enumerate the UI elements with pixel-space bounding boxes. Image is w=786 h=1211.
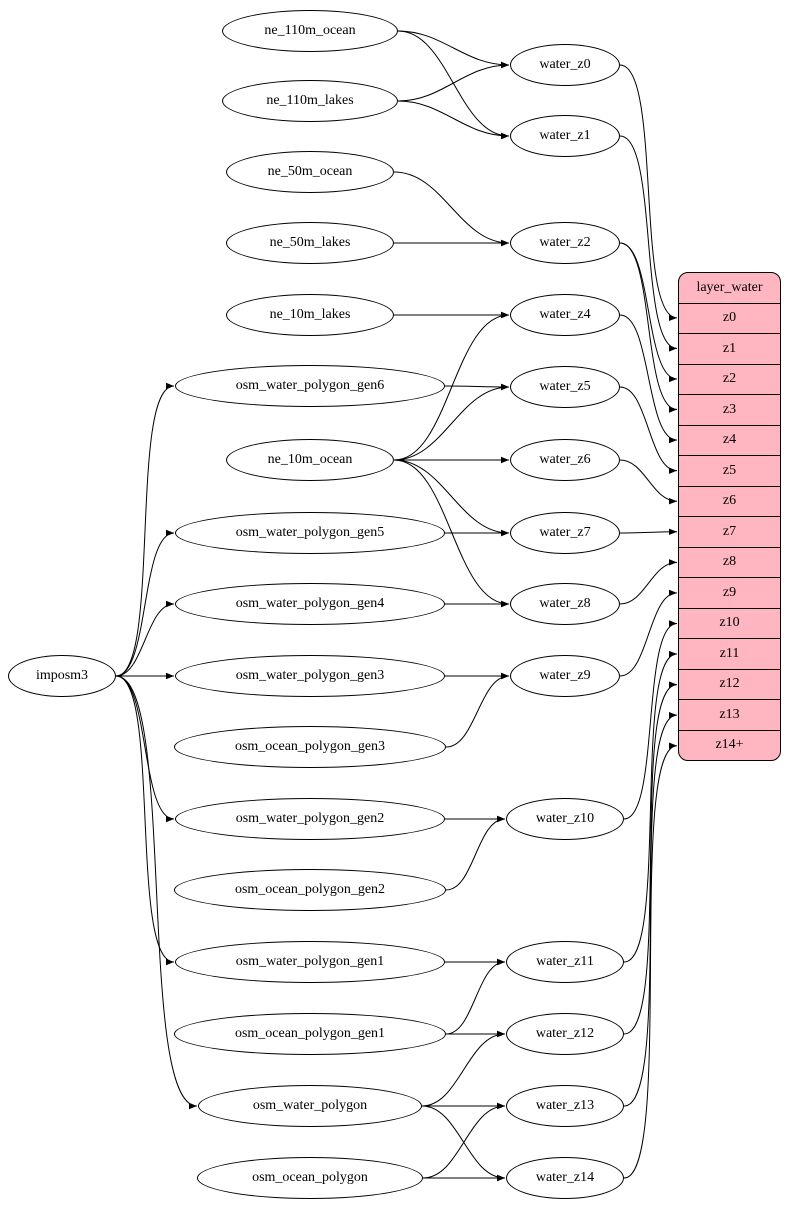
table-row-z11: z11 [679,638,780,669]
edge [393,459,510,608]
edge [445,958,506,1035]
edge [619,135,678,352]
node-water_z13: water_z13 [506,1085,624,1127]
node-osm_water_polygon_gen4: osm_water_polygon_gen4 [175,583,445,625]
table-row-z10: z10 [679,607,780,639]
edge [623,712,678,1107]
edge [619,242,678,413]
table-row-z5: z5 [679,455,780,486]
node-osm_ocean_polygon_gen2: osm_ocean_polygon_gen2 [174,869,446,911]
edge [623,620,678,820]
node-osm_water_polygon: osm_water_polygon [198,1085,422,1127]
node-ne_10m_lakes: ne_10m_lakes [226,294,394,336]
node-osm_ocean_polygon: osm_ocean_polygon [197,1157,423,1199]
table-row-z2: z2 [679,363,780,395]
edge [115,382,175,677]
edge [397,61,510,102]
edge [619,386,678,474]
edge [623,681,678,1035]
table-row-z12: z12 [679,668,780,700]
node-imposm3: imposm3 [8,655,116,697]
table-row-z8: z8 [679,546,780,578]
table-row-z0: z0 [679,302,780,334]
node-water_z11: water_z11 [506,941,624,983]
edge [445,672,510,748]
edge [619,64,678,321]
edge [393,459,510,537]
node-water_z10: water_z10 [506,798,624,840]
node-osm_ocean_polygon_gen3: osm_ocean_polygon_gen3 [174,726,446,768]
edge [444,383,510,391]
node-ne_50m_ocean: ne_50m_ocean [226,151,394,193]
edge [393,383,510,461]
table-row-z7: z7 [679,516,780,547]
node-osm_water_polygon_gen1: osm_water_polygon_gen1 [175,941,445,983]
node-water_z2: water_z2 [510,222,620,264]
table-row-z6: z6 [679,485,780,517]
node-water_z5: water_z5 [510,366,620,408]
node-water_z4: water_z4 [510,294,620,336]
node-water_z6: water_z6 [510,439,620,481]
edge [115,675,175,966]
node-water_z0: water_z0 [510,44,620,86]
edge [115,600,175,677]
node-water_z9: water_z9 [510,655,620,697]
edge [619,459,678,505]
node-osm_water_polygon_gen5: osm_water_polygon_gen5 [175,512,445,554]
edge [393,171,510,247]
edge [619,589,678,677]
node-water_z8: water_z8 [510,583,620,625]
edge [393,311,510,461]
edge [619,242,678,383]
table-row-z14+: z14+ [679,729,780,761]
table-row-z3: z3 [679,394,780,425]
node-water_z7: water_z7 [510,512,620,554]
edge [421,1030,506,1107]
node-osm_water_polygon_gen6: osm_water_polygon_gen6 [175,365,445,407]
node-ne_110m_lakes: ne_110m_lakes [222,80,398,122]
edge [619,314,678,444]
node-osm_ocean_polygon_gen1: osm_ocean_polygon_gen1 [174,1013,446,1055]
edge [619,559,678,605]
edge [422,1102,506,1179]
node-water_z1: water_z1 [510,115,620,157]
edge [115,675,175,823]
edge [115,675,198,1110]
edge [115,529,175,677]
edge [445,815,506,891]
node-osm_water_polygon_gen2: osm_water_polygon_gen2 [175,798,445,840]
node-osm_water_polygon_gen3: osm_water_polygon_gen3 [175,655,445,697]
table-row-z4: z4 [679,424,780,456]
node-water_z12: water_z12 [506,1013,624,1055]
node-ne_110m_ocean: ne_110m_ocean [222,10,398,52]
edge [623,650,678,963]
edge [397,30,510,69]
layer-water-table-header: layer_water [696,279,763,295]
node-ne_50m_lakes: ne_50m_lakes [226,222,394,264]
node-water_z14: water_z14 [506,1157,624,1199]
edge [619,528,678,535]
table-row-z9: z9 [679,577,780,608]
edge [623,742,678,1179]
edge-group [115,30,678,1182]
edge [397,100,510,140]
table-row-z13: z13 [679,699,780,730]
node-ne_10m_ocean: ne_10m_ocean [226,439,394,481]
table-row-z1: z1 [679,333,780,364]
